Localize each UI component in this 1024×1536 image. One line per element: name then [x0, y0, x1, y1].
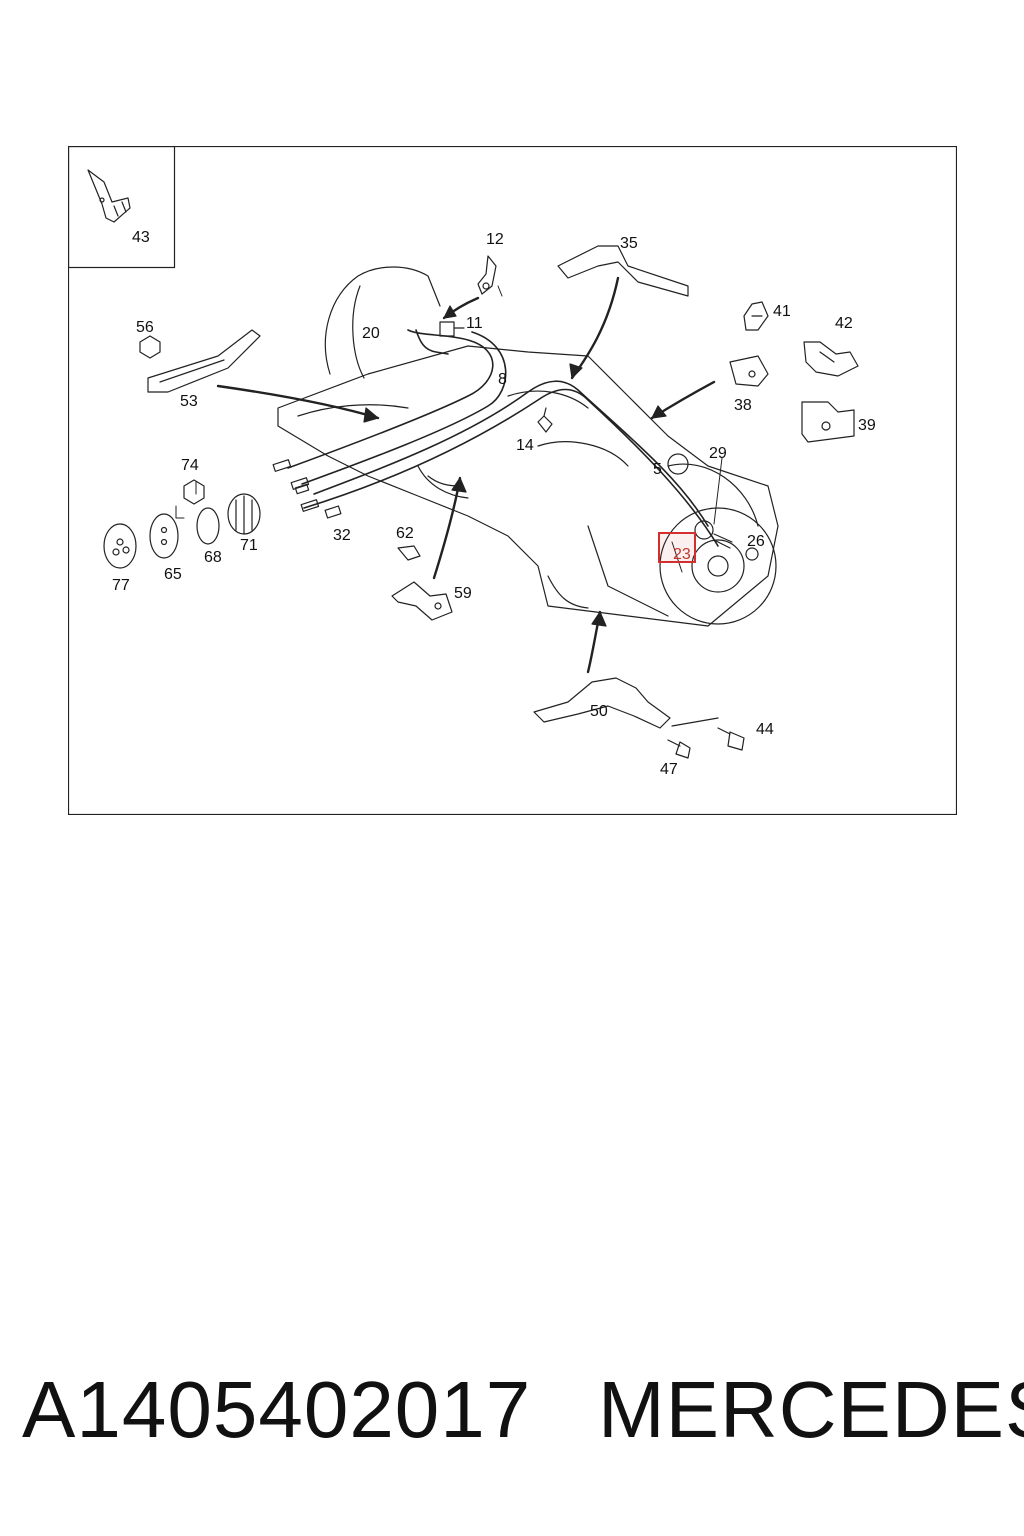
- callout-53: 53: [180, 393, 198, 410]
- part-74-nut: [183, 479, 205, 505]
- diagram-frame: [68, 146, 957, 815]
- callout-23: 23: [673, 546, 691, 563]
- callout-65: 65: [164, 566, 182, 583]
- part-65-flange: [149, 513, 179, 559]
- part-42-clip: [803, 341, 859, 377]
- callout-26: 26: [747, 533, 765, 550]
- callout-14: 14: [516, 437, 534, 454]
- callout-56: 56: [136, 319, 154, 336]
- hub-hardware: [694, 520, 759, 561]
- callout-32: 32: [333, 527, 351, 544]
- part-41-clip: [743, 301, 769, 331]
- part-11-bolt: [439, 321, 465, 337]
- callout-41: 41: [773, 303, 791, 320]
- callout-71: 71: [240, 537, 258, 554]
- part-53-bracket: [147, 329, 261, 393]
- hub: [659, 507, 777, 625]
- callout-74: 74: [181, 457, 199, 474]
- callout-12: 12: [486, 231, 504, 248]
- part-59-bracket: [391, 581, 453, 621]
- hose-ends: [272, 459, 342, 519]
- part-44-bolt: [717, 727, 745, 751]
- part-number: A1405402017: [22, 1365, 532, 1454]
- callout-11: 11: [466, 315, 483, 332]
- callout-29: 29: [709, 445, 727, 462]
- callout-62: 62: [396, 525, 414, 542]
- part-77-cap: [103, 523, 137, 569]
- part-71-plug: [227, 493, 261, 535]
- part-35-bracket: [557, 245, 689, 297]
- callout-43: 43: [132, 229, 150, 246]
- part-43-bracket: [87, 169, 131, 223]
- brand-name: MERCEDES: [598, 1365, 1024, 1454]
- part-12-bracket: [477, 255, 497, 295]
- part-14-valve: [537, 407, 553, 433]
- callout-68: 68: [204, 549, 222, 566]
- callout-35: 35: [620, 235, 638, 252]
- part-62-clip: [397, 545, 421, 561]
- callout-42: 42: [835, 315, 853, 332]
- callout-5: 5: [653, 461, 662, 478]
- callout-50: 50: [590, 703, 608, 720]
- arrow-heads: [363, 305, 667, 627]
- callout-39: 39: [858, 417, 876, 434]
- leader-lines: [175, 285, 723, 573]
- parts-diagram: 43 12 35 41 42 56 20 11 8 38 53 39 14 29…: [68, 146, 957, 815]
- inset-box: [68, 146, 176, 269]
- callout-8: 8: [498, 371, 507, 388]
- part-39-bracket: [801, 401, 855, 443]
- part-50-bracket: [533, 677, 719, 729]
- callout-47: 47: [660, 761, 678, 778]
- part-47-bolt: [667, 739, 691, 759]
- callout-59: 59: [454, 585, 472, 602]
- highlight-box-23: [658, 532, 696, 563]
- callout-38: 38: [734, 397, 752, 414]
- part-38-clip: [729, 355, 769, 387]
- callout-20: 20: [362, 325, 380, 342]
- part-32-sleeve: [324, 505, 342, 519]
- callout-77: 77: [112, 577, 130, 594]
- part-56-nut: [139, 335, 161, 359]
- callout-44: 44: [756, 721, 774, 738]
- part-68-ring: [196, 507, 220, 545]
- callout-labels: 43 12 35 41 42 56 20 11 8 38 53 39 14 29…: [112, 229, 876, 778]
